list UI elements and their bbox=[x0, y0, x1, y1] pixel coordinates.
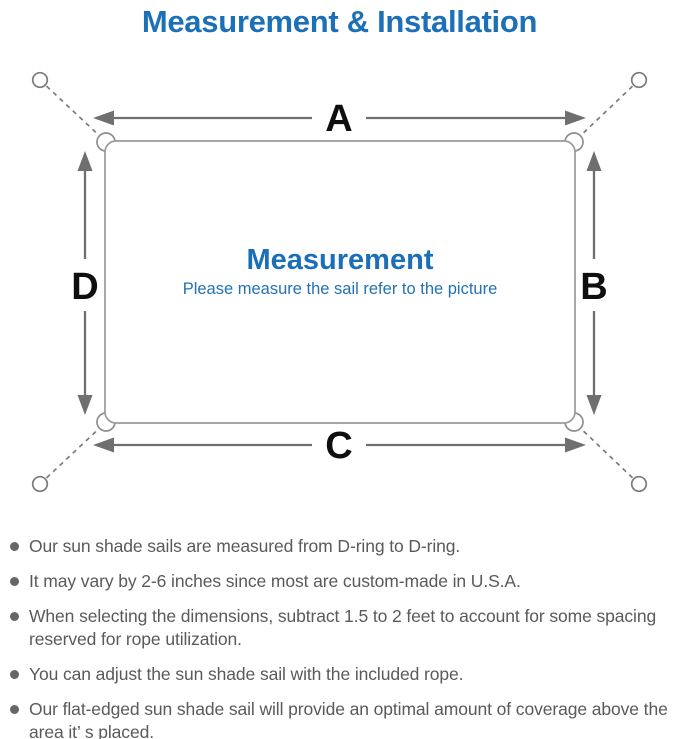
anchor-ring-icon-bottom-left bbox=[31, 475, 49, 493]
arrowheads bbox=[77, 110, 602, 453]
bullet-dot-icon bbox=[10, 705, 19, 714]
list-item: Our sun shade sails are measured from D-… bbox=[10, 535, 669, 558]
dimension-label-b: B bbox=[580, 266, 607, 308]
note-text: You can adjust the sun shade sail with t… bbox=[29, 664, 464, 684]
note-text: Our flat-edged sun shade sail will provi… bbox=[29, 699, 668, 739]
list-item: When selecting the dimensions, subtract … bbox=[10, 605, 669, 651]
anchor-ring-icon-top-left bbox=[31, 71, 49, 89]
anchor-ring-icon-top-right bbox=[630, 71, 648, 89]
note-text: When selecting the dimensions, subtract … bbox=[29, 606, 657, 649]
note-text: Our sun shade sails are measured from D-… bbox=[29, 536, 461, 556]
arrowhead-c-right-icon bbox=[565, 437, 586, 453]
diagram-center-subtitle: Please measure the sail refer to the pic… bbox=[183, 280, 498, 298]
note-text: It may vary by 2-6 inches since most are… bbox=[29, 571, 521, 591]
arrowhead-b-down-icon bbox=[586, 395, 602, 415]
bullet-dot-icon bbox=[10, 577, 19, 586]
dimension-arrows bbox=[83, 116, 596, 447]
arrowhead-b-up-icon bbox=[586, 151, 602, 171]
bullet-dot-icon bbox=[10, 612, 19, 621]
measurement-diagram: A B C D Measurement Please measure the s… bbox=[31, 71, 648, 493]
bullet-dot-icon bbox=[10, 670, 19, 679]
page-title: Measurement & Installation bbox=[141, 4, 538, 39]
sun-shade-sail-outline bbox=[104, 140, 576, 424]
diagram-center-title: Measurement bbox=[247, 244, 434, 276]
rope-bottom-right bbox=[574, 422, 640, 485]
arrowhead-a-right-icon bbox=[565, 110, 586, 126]
arrowhead-c-left-icon bbox=[93, 437, 114, 453]
rope-top-left bbox=[39, 79, 106, 142]
rope-top-right bbox=[574, 79, 640, 142]
list-item: You can adjust the sun shade sail with t… bbox=[10, 663, 669, 686]
rope-dashed-lines bbox=[39, 79, 640, 485]
bullet-dot-icon bbox=[10, 542, 19, 551]
arrowhead-a-left-icon bbox=[93, 110, 114, 126]
arrowhead-d-down-icon bbox=[77, 395, 93, 415]
dimension-label-c: C bbox=[325, 425, 352, 467]
dimension-label-d: D bbox=[71, 266, 98, 308]
anchor-ring-icon-bottom-right bbox=[630, 475, 648, 493]
dimension-label-a: A bbox=[325, 98, 352, 140]
notes-list: Our sun shade sails are measured from D-… bbox=[0, 535, 679, 739]
anchor-rings bbox=[31, 71, 648, 493]
list-item: It may vary by 2-6 inches since most are… bbox=[10, 570, 669, 593]
list-item: Our flat-edged sun shade sail will provi… bbox=[10, 698, 669, 739]
rope-bottom-left bbox=[39, 422, 106, 485]
arrowhead-d-up-icon bbox=[77, 151, 93, 171]
